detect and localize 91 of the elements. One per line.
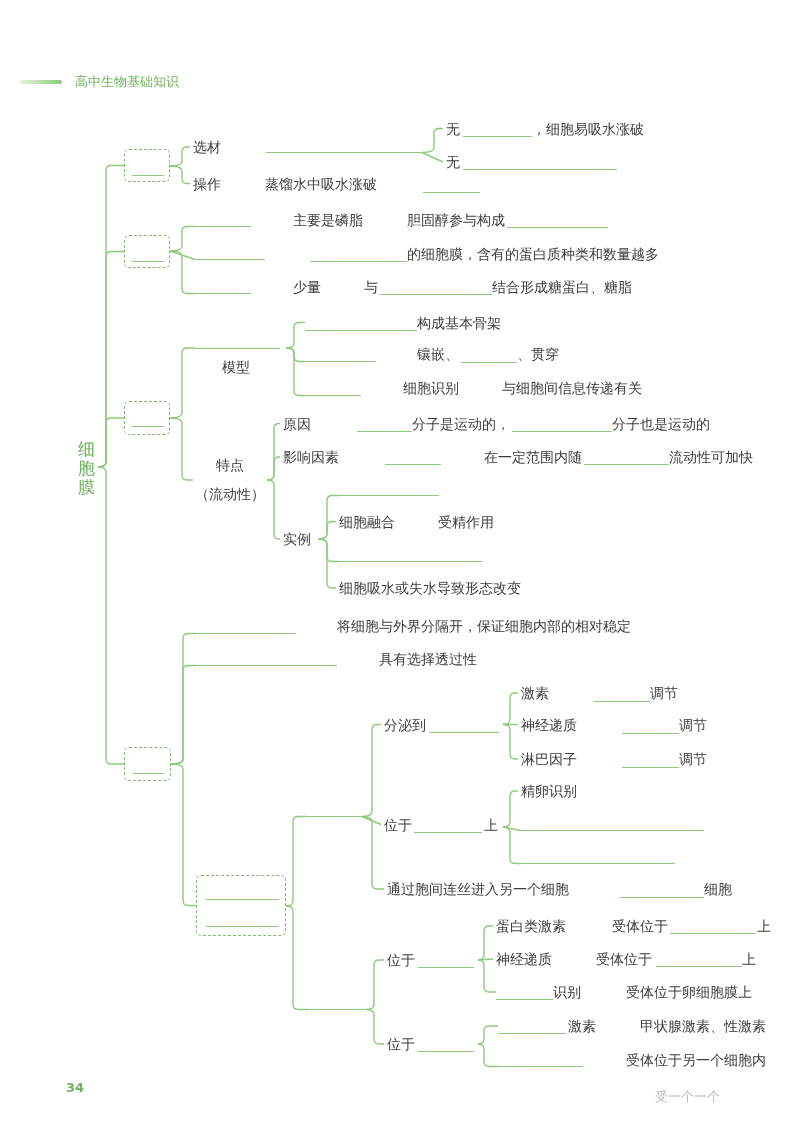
statement-text: 淋巴因子: [521, 751, 577, 767]
statement-text: 细胞识别: [403, 380, 459, 396]
statement-text: 受体位于卵细胞膜上: [626, 984, 752, 1000]
statement-text: 精卵识别: [521, 783, 577, 799]
statement-text: 细胞融合: [339, 513, 395, 530]
statement-text: 上: [484, 816, 498, 833]
fill-in-line: [521, 863, 675, 864]
statement-text: 镶嵌、: [417, 346, 459, 362]
brace-line: [477, 958, 494, 961]
statement-text: ，细胞易吸水涨破: [532, 120, 644, 137]
term-label: （流动性）: [195, 486, 265, 502]
statement-text: 细胞: [704, 881, 732, 897]
statement-text: 与: [364, 278, 378, 295]
fill-in-line: [196, 633, 296, 634]
statement-text: 分子也是运动的: [612, 415, 710, 432]
brace-line: [361, 815, 382, 826]
page-number: 34: [66, 1080, 85, 1096]
brace-line: [169, 250, 196, 261]
term-label: 选材: [193, 139, 221, 155]
term-label: 影响因素: [283, 449, 339, 465]
brace-line: [169, 165, 191, 185]
statement-text: 蒸馏水中吸水涨破: [265, 175, 377, 192]
fill-in-line: [266, 152, 422, 153]
statement-text: 激素: [568, 1018, 596, 1034]
statement-text: 受体位于另一个细胞内: [626, 1052, 766, 1068]
answer-box: [124, 235, 170, 268]
statement-text: 通过胞间连丝进入另一个细胞: [387, 881, 569, 897]
brace-line: [266, 479, 281, 540]
fill-in-line: [305, 395, 361, 396]
fill-in-line: [195, 259, 265, 260]
statement-text: 蛋白类激素: [496, 918, 566, 934]
statement-text: 与细胞间信息传递有关: [502, 380, 642, 396]
statement-text: 上: [742, 951, 756, 967]
term-label: 操作: [193, 175, 221, 192]
answer-box: [124, 747, 171, 781]
fill-in-line: [306, 816, 362, 817]
statement-text: 胆固醇参与构成: [407, 212, 505, 228]
statement-text: 结合形成糖蛋白、糖脂: [492, 278, 632, 295]
term-label: 实例: [283, 531, 311, 547]
header-title: 高中生物基础知识: [75, 74, 179, 90]
fill-in-line: [195, 293, 251, 294]
fill-in-line: [521, 830, 704, 831]
statement-text: 调节: [679, 716, 707, 733]
statement-text: 分子是运动的，: [412, 415, 510, 432]
term-label: 原因: [283, 415, 311, 432]
statement-text: 激素: [521, 685, 549, 701]
statement-text: 无: [446, 120, 460, 137]
brace-line: [421, 151, 444, 163]
fill-in-line: [339, 561, 482, 562]
term-label: 分泌到: [384, 716, 426, 733]
statement-text: 神经递质: [521, 716, 577, 733]
brace-line: [285, 347, 306, 397]
fill-in-line: [339, 495, 439, 496]
term-label: 位于: [387, 1036, 415, 1052]
statement-text: 在一定范围内随: [484, 449, 582, 465]
answer-box: [124, 149, 170, 182]
statement-text: 将细胞与外界分隔开，保证细胞内部的相对稳定: [337, 617, 631, 634]
fill-in-line: [498, 1066, 583, 1067]
statement-text: 少量: [293, 278, 321, 295]
statement-text: 上: [757, 918, 771, 934]
term-label: 模型: [222, 359, 250, 375]
fill-in-line: [308, 1009, 366, 1010]
statement-text: 受体位于: [612, 918, 668, 934]
fill-in-line: [305, 361, 376, 362]
statement-text: 甲状腺激素、性激素: [640, 1018, 766, 1034]
brace-line: [266, 456, 281, 481]
statement-text: 主要是磷脂: [293, 212, 363, 228]
statement-text: 调节: [650, 685, 678, 701]
statement-text: 神经递质: [496, 951, 552, 967]
statement-text: 受体位于: [596, 951, 652, 967]
statement-text: 具有选择透过性: [379, 651, 477, 667]
statement-text: 的细胞膜，含有的蛋白质种类和数量越多: [407, 246, 659, 262]
statement-text: 细胞吸水或失水导致形态改变: [339, 580, 521, 596]
term-label: 位于: [384, 816, 412, 833]
statement-text: 受精作用: [438, 513, 494, 530]
statement-text: 、贯穿: [517, 346, 559, 362]
answer-box: [124, 401, 170, 435]
statement-text: 流动性可加快: [669, 449, 753, 465]
brace-line: [97, 466, 125, 765]
fill-in-line: [195, 226, 251, 227]
term-label: 特点: [216, 457, 244, 473]
term-label: 位于: [387, 952, 415, 968]
statement-text: 无: [446, 154, 460, 170]
brace-line: [502, 826, 522, 865]
answer-box: [196, 875, 286, 936]
brace-line: [97, 417, 125, 468]
statement-text: 识别: [553, 984, 581, 1000]
topic-label: 细胞膜: [77, 439, 95, 497]
fill-in-line: [196, 665, 337, 666]
statement-text: 调节: [679, 751, 707, 767]
statement-text: 构成基本骨架: [417, 314, 501, 331]
